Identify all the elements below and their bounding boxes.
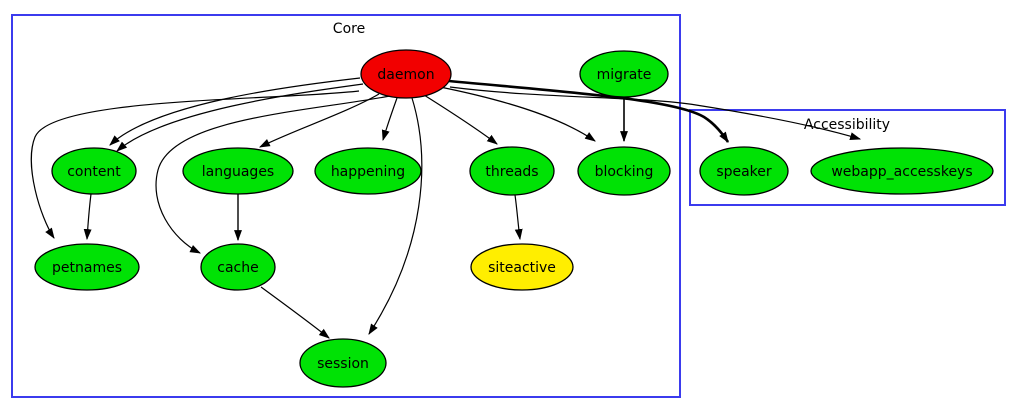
node-label-siteactive: siteactive [488, 260, 556, 276]
node-shape-session [299, 338, 387, 388]
edge-daemon-content [116, 83, 364, 152]
edge-layer [30, 77, 862, 339]
edge-daemon-threads [423, 94, 498, 145]
node-label-migrate: migrate [597, 67, 652, 83]
node-label-threads: threads [485, 164, 538, 180]
node-shape-blocking [577, 146, 671, 196]
node-shape-happening [314, 147, 422, 195]
edge-daemon-speaker [448, 79, 730, 143]
node-label-cache: cache [217, 260, 258, 276]
cluster-label-core: Core [333, 21, 365, 37]
node-label-happening: happening [331, 164, 405, 180]
node-label-blocking: blocking [595, 164, 654, 180]
edge-daemon-content [109, 77, 361, 146]
node-shape-petnames [34, 243, 140, 291]
node-session: session [299, 338, 387, 388]
node-label-petnames: petnames [52, 260, 122, 276]
node-label-session: session [317, 356, 369, 372]
edge-daemon-webapp_accesskeys [449, 86, 862, 140]
node-layer: daemon migrate content languages happening th… [34, 49, 994, 388]
node-siteactive: siteactive [470, 243, 574, 291]
node-shape-siteactive [470, 243, 574, 291]
edge-daemon-happening [381, 97, 398, 142]
cluster-box-accessibility [689, 109, 1006, 206]
edge-content-petnames [83, 193, 92, 241]
node-daemon: daemon [360, 49, 452, 99]
node-blocking: blocking [577, 146, 671, 196]
node-shape-webapp_accesskeys [810, 147, 994, 195]
edge-threads-siteactive [514, 194, 523, 241]
edge-cache-session [260, 286, 330, 339]
node-label-webapp_accesskeys: webapp_accesskeys [831, 164, 972, 180]
node-petnames: petnames [34, 243, 140, 291]
node-label-languages: languages [202, 164, 274, 180]
node-label-daemon: daemon [377, 67, 434, 83]
edge-daemon-petnames [30, 90, 360, 239]
edge-daemon-blocking [439, 86, 596, 142]
node-shape-threads [469, 146, 555, 196]
cluster-label-accessibility: Accessibility [804, 117, 890, 133]
node-happening: happening [314, 147, 422, 195]
node-label-speaker: speaker [716, 164, 772, 180]
node-cache: cache [200, 243, 276, 291]
node-threads: threads [469, 146, 555, 196]
edge-daemon-languages [259, 93, 380, 148]
node-shape-cache [200, 243, 276, 291]
node-speaker: speaker [699, 146, 789, 196]
node-shape-content [51, 147, 137, 195]
edge-daemon-cache [155, 95, 391, 254]
node-webapp_accesskeys: webapp_accesskeys [810, 147, 994, 195]
node-content: content [51, 147, 137, 195]
node-label-content: content [67, 164, 121, 180]
node-migrate: migrate [579, 50, 669, 98]
edge-daemon-session [368, 97, 423, 335]
cluster-box-core [11, 14, 681, 398]
node-shape-migrate [579, 50, 669, 98]
node-shape-languages [182, 147, 294, 195]
node-languages: languages [182, 147, 294, 195]
node-shape-speaker [699, 146, 789, 196]
node-shape-daemon [360, 49, 452, 99]
